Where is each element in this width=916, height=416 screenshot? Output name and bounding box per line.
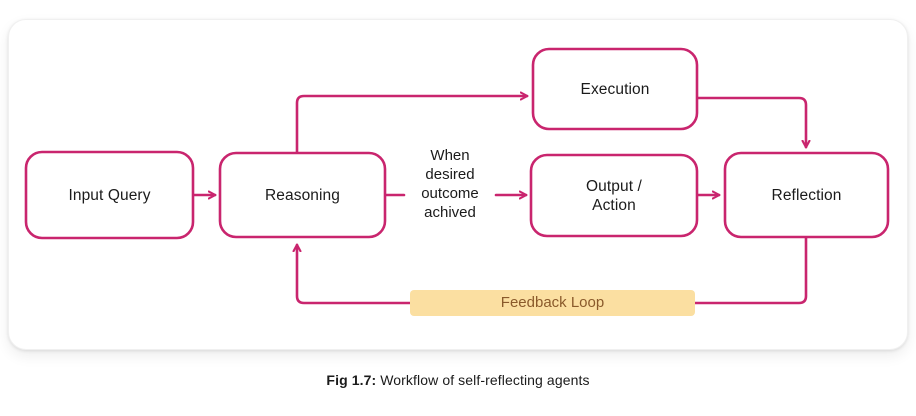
figure-caption: Fig 1.7: Workflow of self-reflecting age…	[0, 372, 916, 388]
node-box-execution	[531, 47, 699, 131]
feedback-loop-label: Feedback Loop	[410, 290, 695, 316]
node-box-reflection	[723, 151, 890, 239]
node-box-input-query	[24, 150, 195, 240]
condition-line-4: achived	[424, 204, 476, 221]
edge-label-condition: When desired outcome achived	[405, 146, 495, 222]
caption-text: Workflow of self-reflecting agents	[376, 372, 590, 388]
node-box-reasoning	[218, 151, 387, 239]
condition-line-1: When	[430, 147, 470, 164]
node-box-output-action	[529, 153, 699, 238]
condition-line-3: outcome	[421, 185, 479, 202]
edge-execution-to-reflection	[696, 96, 806, 147]
condition-line-2: desired	[425, 166, 475, 183]
caption-prefix: Fig 1.7:	[326, 372, 377, 388]
edge-reasoning-to-execution	[295, 96, 527, 154]
